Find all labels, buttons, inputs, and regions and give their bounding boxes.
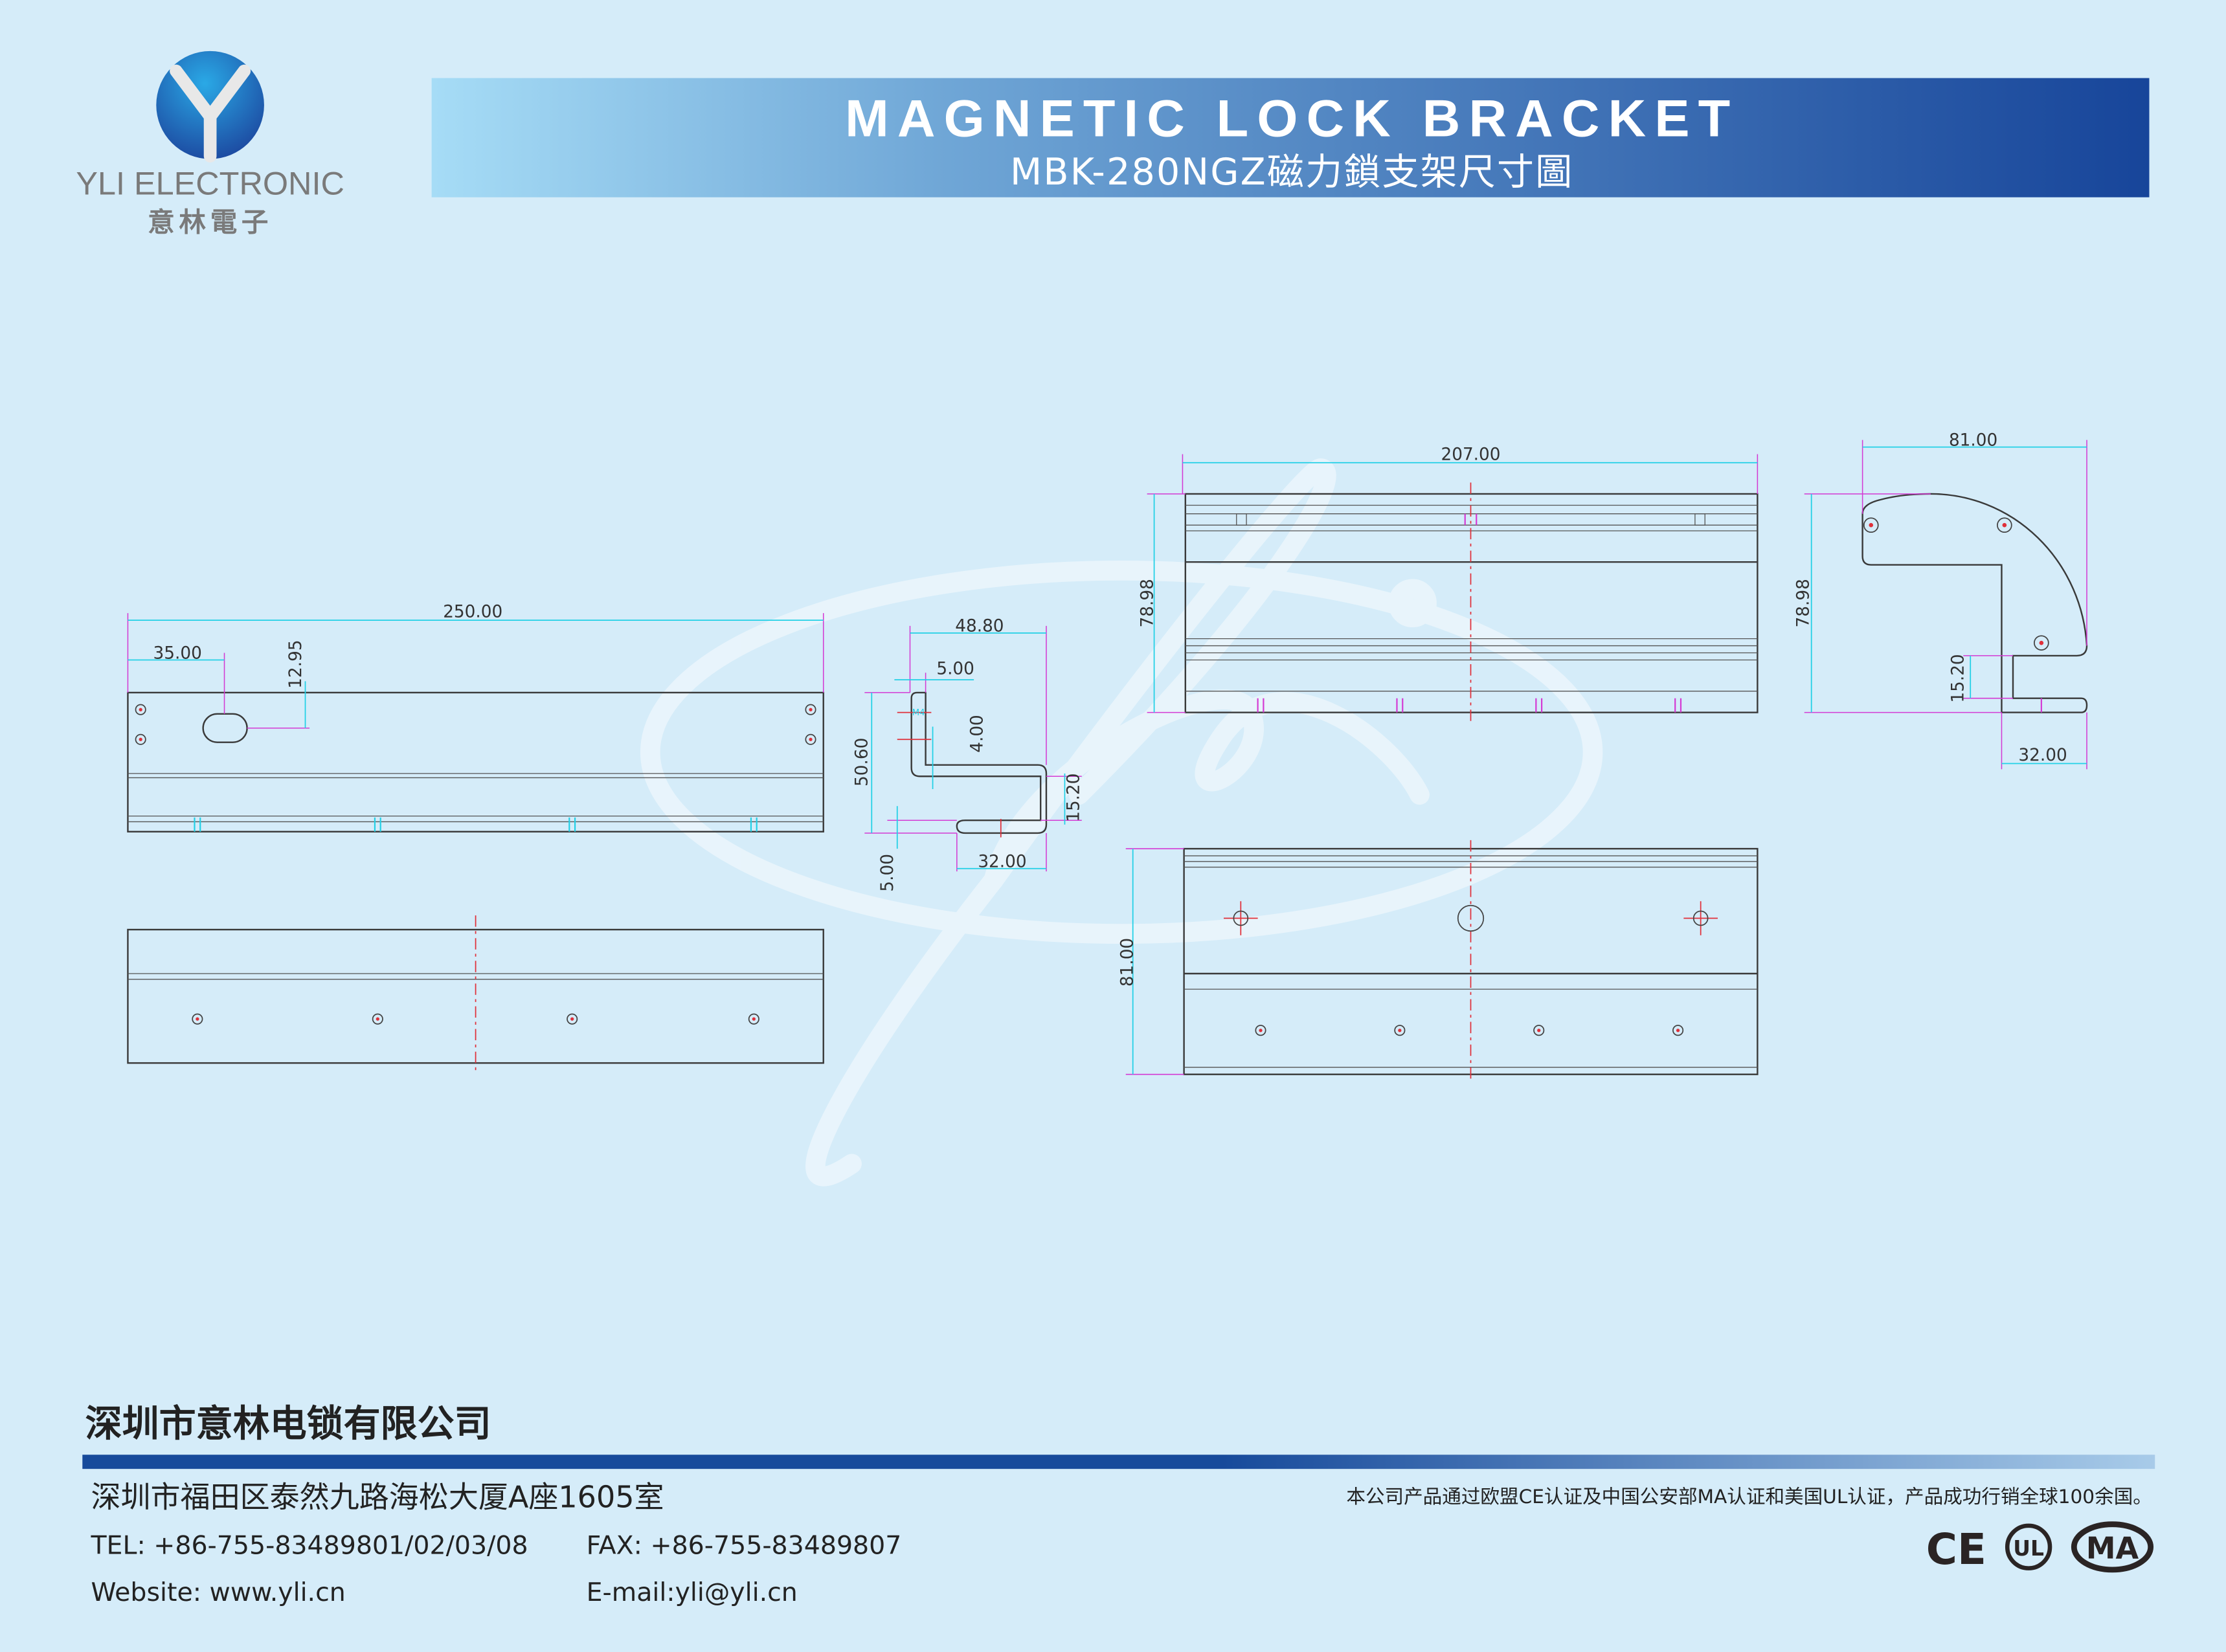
- dim-end-width: 81.00: [1949, 430, 1997, 450]
- side-profile-view: M4 48.80 5.00 50.60 4.00 15.20 5.00 32.0…: [853, 617, 1084, 892]
- page-subtitle: MBK-280NGZ磁力鎖支架尺寸圖: [1010, 151, 1573, 194]
- end-view: 81.00 78.98 15.20 32.00: [1793, 430, 2088, 770]
- dim-bottom-depth: 81.00: [1118, 938, 1138, 987]
- watermark: [640, 458, 1603, 1187]
- top-view: 207.00 78.98: [1138, 445, 1759, 724]
- ul-mark-icon: UL: [2005, 1523, 2052, 1570]
- rear-view: [127, 915, 824, 1075]
- svg-text:UL: UL: [2013, 1535, 2044, 1561]
- dim-end-step: 15.20: [1948, 654, 1968, 702]
- mounting-slot: [202, 713, 248, 743]
- dim-step: 15.20: [1064, 774, 1083, 822]
- dim-height: 50.60: [853, 738, 872, 787]
- website-link[interactable]: Website: www.yli.cn: [91, 1578, 345, 1607]
- hole-label: M4: [912, 708, 925, 718]
- mounting-holes: [135, 704, 816, 745]
- svg-text:CE: CE: [1926, 1524, 1986, 1574]
- company-name: 深圳市意林电锁有限公司: [85, 1403, 491, 1446]
- telephone: TEL: +86-755-83489801/02/03/08: [90, 1531, 528, 1561]
- dim-end-foot: 32.00: [2018, 746, 2067, 765]
- page-title: MAGNETIC LOCK BRACKET: [845, 89, 1738, 148]
- company-address: 深圳市福田区泰然九路海松大厦A座1605室: [91, 1479, 664, 1514]
- dim-web: 4.00: [967, 715, 987, 753]
- front-view: 250.00 35.00 12.95: [127, 603, 824, 832]
- footer: 深圳市意林电锁有限公司 深圳市福田区泰然九路海松大厦A座1605室 本公司产品通…: [82, 1403, 2155, 1607]
- dim-flange: 5.00: [936, 659, 974, 678]
- email-link[interactable]: E-mail:yli@yli.cn: [587, 1578, 798, 1607]
- dim-width: 48.80: [955, 617, 1004, 636]
- company-logo: YLI ELECTRONIC 意林電子: [76, 50, 344, 238]
- ce-mark-icon: CE: [1926, 1524, 1986, 1574]
- header-banner: MAGNETIC LOCK BRACKET MBK-280NGZ磁力鎖支架尺寸圖: [431, 78, 2150, 197]
- footer-divider: [82, 1455, 2155, 1469]
- logo-brand-cn: 意林電子: [148, 206, 273, 238]
- fax: FAX: +86-755-83489807: [587, 1531, 902, 1561]
- dim-slot-height: 12.95: [286, 640, 306, 688]
- dim-top-height: 78.98: [1138, 579, 1157, 627]
- ma-mark-icon: MA: [2071, 1521, 2154, 1573]
- dim-foot-thickness: 5.00: [878, 854, 897, 892]
- svg-text:MA: MA: [2086, 1530, 2139, 1565]
- dim-length: 250.00: [443, 603, 502, 622]
- dim-top-length: 207.00: [1441, 445, 1500, 464]
- dim-slot-offset: 35.00: [153, 643, 202, 663]
- logo-brand-en: YLI ELECTRONIC: [76, 164, 344, 201]
- bottom-view: 81.00: [1118, 840, 1759, 1082]
- certification-note: 本公司产品通过欧盟CE认证及中国公安部MA认证和美国UL认证，产品成功行销全球1…: [1346, 1486, 2152, 1508]
- dim-end-height: 78.98: [1793, 579, 1813, 627]
- dim-foot: 32.00: [978, 853, 1026, 872]
